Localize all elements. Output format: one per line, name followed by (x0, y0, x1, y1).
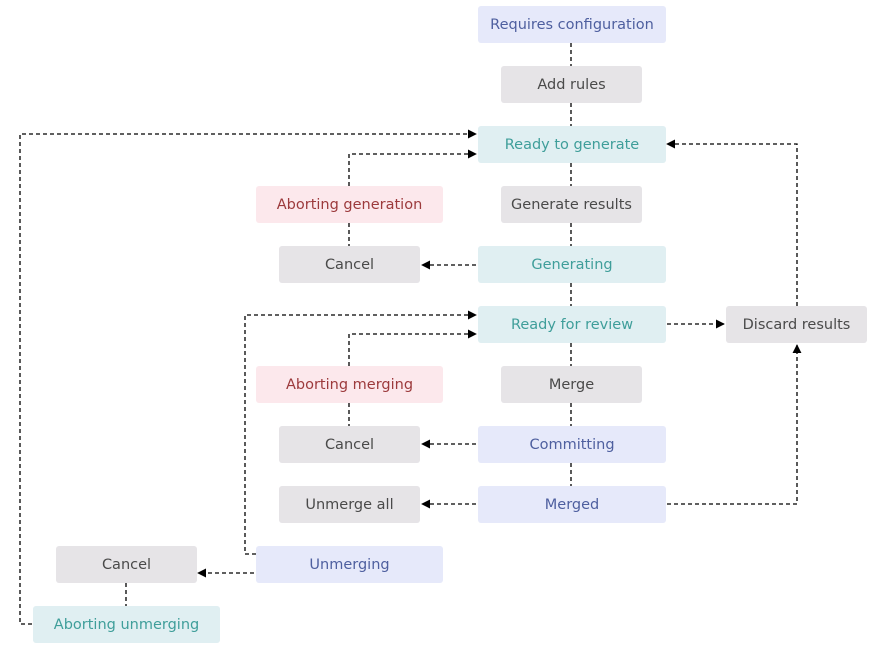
edge-discard-to-ready (666, 139, 798, 306)
edge-abort-unmerge-to-ready (19, 129, 477, 625)
edge-abort-gen-to-ready (348, 149, 477, 186)
node-ready-for-review[interactable]: Ready for review (478, 306, 666, 343)
node-merge[interactable]: Merge (501, 366, 642, 403)
edge-unmerging-to-review (244, 310, 477, 555)
node-aborting-generation[interactable]: Aborting generation (256, 186, 443, 223)
node-merged[interactable]: Merged (478, 486, 666, 523)
node-generating[interactable]: Generating (478, 246, 666, 283)
edge-abort-merge-to-review (348, 329, 477, 366)
node-cancel-generation[interactable]: Cancel (279, 246, 420, 283)
node-discard-results[interactable]: Discard results (726, 306, 867, 343)
node-add-rules[interactable]: Add rules (501, 66, 642, 103)
node-generate-results[interactable]: Generate results (501, 186, 642, 223)
node-cancel-unmerge[interactable]: Cancel (56, 546, 197, 583)
node-ready-to-generate[interactable]: Ready to generate (478, 126, 666, 163)
node-unmerging[interactable]: Unmerging (256, 546, 443, 583)
node-requires-configuration[interactable]: Requires configuration (478, 6, 666, 43)
node-cancel-commit[interactable]: Cancel (279, 426, 420, 463)
node-aborting-unmerging[interactable]: Aborting unmerging (33, 606, 220, 643)
edge-merged-to-discard (667, 344, 802, 505)
node-unmerge-all[interactable]: Unmerge all (279, 486, 420, 523)
node-aborting-merging[interactable]: Aborting merging (256, 366, 443, 403)
node-committing[interactable]: Committing (478, 426, 666, 463)
